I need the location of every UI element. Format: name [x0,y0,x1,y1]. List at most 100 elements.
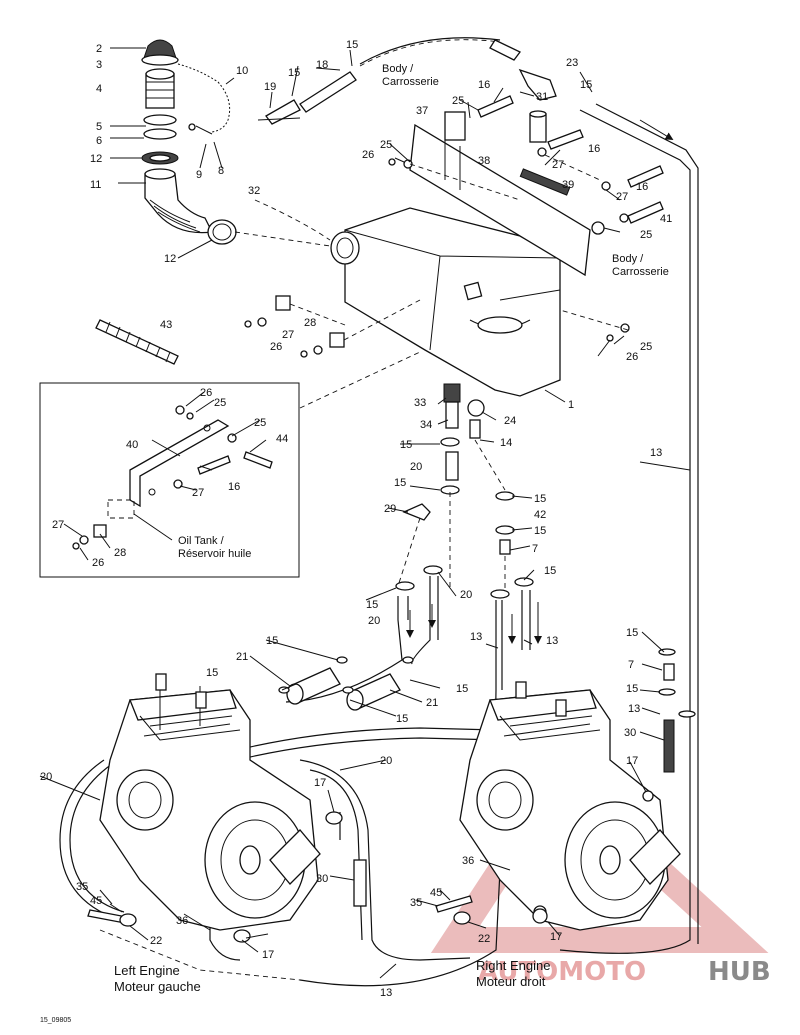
callout-44: 44 [276,433,288,445]
callout-38: 38 [478,155,490,167]
inset-detail-box [39,351,421,578]
callout-35: 35 [76,881,88,893]
spring-43 [95,319,179,365]
callout-37: 37 [416,105,428,117]
right-engine-label-line1: Right Engine [476,958,550,973]
callout-2: 2 [96,43,102,55]
callout-21: 21 [236,651,248,663]
oil-tank-label-line1: Oil Tank / [178,535,225,547]
callout-26: 26 [362,149,374,161]
oil-filters [278,656,414,711]
callout-1: 1 [568,399,574,411]
watermark-text-secondary: HUB [708,957,771,987]
callout-20: 20 [410,461,422,473]
callout-27: 27 [552,159,564,171]
callout-16c: 16 [636,181,648,193]
callout-45: 45 [90,895,102,907]
callout-6: 6 [96,135,102,147]
callout-7: 7 [532,543,538,555]
callout-15g: 15 [534,525,546,537]
oil-tank [234,199,561,397]
callout-4: 4 [96,83,102,95]
callout-36: 36 [462,855,474,867]
callout-13c: 13 [546,635,558,647]
callout-15h: 15 [544,565,556,577]
callout-10: 10 [236,65,248,77]
callout-11: 11 [90,179,101,191]
callout-22b: 22 [478,933,490,945]
left-engine-label-line1: Left Engine [114,963,180,978]
oil-tank-label-line2: Réservoir huile [178,548,251,560]
callout-39: 39 [562,179,574,191]
callout-15c: 15 [580,79,592,91]
callout-15d: 15 [400,439,412,451]
callout-27e: 27 [52,519,64,531]
left-engine-label-line2: Moteur gauche [114,979,201,994]
callout-28: 28 [304,317,316,329]
callout-16b: 16 [588,143,600,155]
callout-28b: 28 [114,547,126,559]
callout-12b: 12 [164,253,176,265]
callout-15o: 15 [626,683,638,695]
callout-20d: 20 [40,771,52,783]
callout-15b: 15 [346,39,358,51]
callout-16: 16 [478,79,490,91]
callout-26d: 26 [200,387,212,399]
callout-19: 19 [264,81,276,93]
callout-8: 8 [218,165,224,177]
callout-27c: 27 [282,329,294,341]
callout-15i: 15 [366,599,378,611]
callout-23: 23 [566,57,578,69]
body-label-top-line1: Body / [382,63,414,75]
spacer-group [244,295,421,358]
callout-30: 30 [624,727,636,739]
right-engine-label-line2: Moteur droit [476,974,546,989]
callout-16d: 16 [228,481,240,493]
callout-13e: 13 [380,987,392,999]
callout-45b: 45 [430,887,442,899]
callout-27d: 27 [192,487,204,499]
callout-22: 22 [150,935,162,947]
callout-43: 43 [160,319,172,331]
callout-7b: 7 [628,659,634,671]
callout-13: 13 [650,447,662,459]
callout-15l: 15 [456,683,468,695]
callout-26e: 26 [92,557,104,569]
drawing-code: 15_09805 [40,1017,71,1024]
callout-41: 41 [660,213,672,225]
callout-31: 31 [536,91,548,103]
callout-36b: 36 [176,915,188,927]
body-label-right-line1: Body / [612,253,644,265]
leader-lines [39,49,691,979]
callout-15f: 15 [534,493,546,505]
callout-15e: 15 [394,477,406,489]
callout-17b: 17 [314,777,326,789]
callout-15j: 15 [266,635,278,647]
callout-18: 18 [316,59,328,71]
callout-25: 25 [452,95,464,107]
bottom-clamps [87,811,548,981]
callout-25d: 25 [640,341,652,353]
callout-26c: 26 [626,351,638,363]
callout-24: 24 [504,415,516,427]
callout-15m: 15 [396,713,408,725]
breather-line [265,37,699,620]
callout-32: 32 [248,185,260,197]
callout-29: 29 [384,503,396,515]
callout-40: 40 [126,439,138,451]
callout-17: 17 [626,755,638,767]
callout-15k: 15 [206,667,218,679]
callout-25e: 25 [214,397,226,409]
callout-21b: 21 [426,697,438,709]
mounting-brackets [409,110,591,277]
left-engine [99,673,321,931]
callout-25b: 25 [380,139,392,151]
callout-17c: 17 [262,949,274,961]
callout-13d: 13 [628,703,640,715]
body-label-top-line2: Carrosserie [382,76,439,88]
callout-20b: 20 [368,615,380,627]
callout-27b: 27 [616,191,628,203]
callout-15: 15 [288,67,300,79]
callout-5: 5 [96,121,102,133]
